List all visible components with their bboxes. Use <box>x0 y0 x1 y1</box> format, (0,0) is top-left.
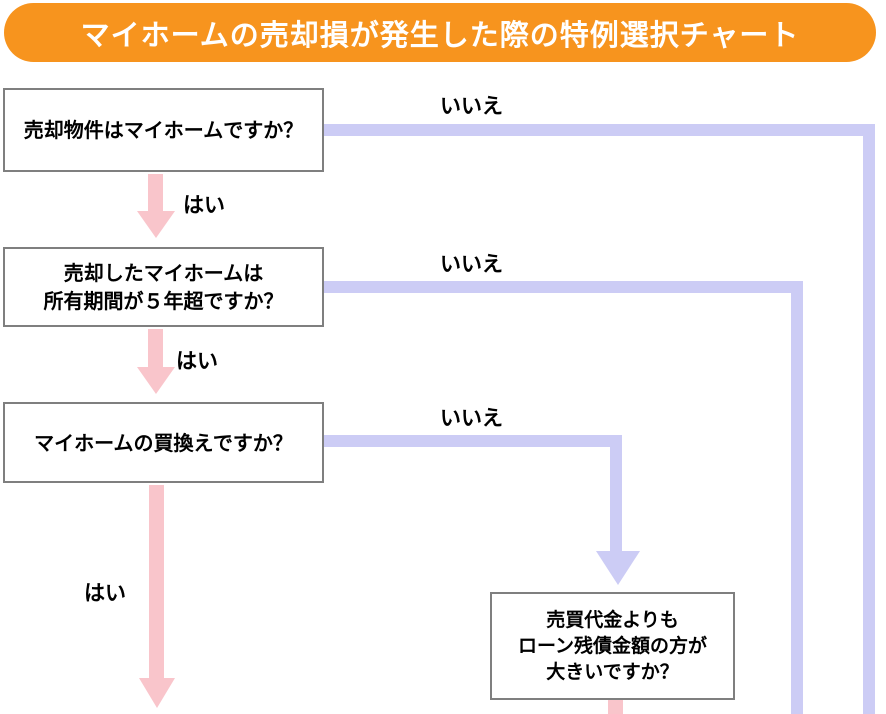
yes-label-2: はい <box>176 349 218 373</box>
question-box-3: マイホームの買換えですか？ <box>3 402 324 483</box>
question-1-text: 売却物件はマイホームですか？ <box>23 118 304 142</box>
no-label-3: いいえ <box>440 406 503 430</box>
page-title: マイホームの売却損が発生した際の特例選択チャート <box>80 17 800 52</box>
no-connector-1-horizontal <box>321 124 875 136</box>
question-box-1: 売却物件はマイホームですか？ <box>3 88 324 172</box>
yes-label-1: はい <box>183 193 225 217</box>
no-connector-2-horizontal <box>321 281 803 293</box>
title-banner: マイホームの売却損が発生した際の特例選択チャート <box>4 3 876 62</box>
question-2-text-line2: 所有期間が５年超ですか？ <box>43 289 284 313</box>
no-connector-2-vertical <box>791 281 803 714</box>
question-4-text-line2: ローン残債金額の方が <box>517 635 708 657</box>
no-label-2: いいえ <box>440 252 503 276</box>
yes-arrow-3-arrowhead-icon <box>139 678 175 708</box>
yes-arrow-2-stem <box>148 329 163 368</box>
yes-label-3: はい <box>84 581 126 605</box>
question4-output-stem <box>608 700 623 714</box>
no-label-1: いいえ <box>440 94 503 118</box>
no-connector-3-arrowhead-icon <box>596 551 640 585</box>
question-box-4: 売買代金よりも ローン残債金額の方が 大きいですか？ <box>490 592 735 700</box>
question-3-text: マイホームの買換えですか？ <box>34 430 293 455</box>
yes-arrow-1-stem <box>148 174 163 212</box>
no-connector-3-vertical <box>610 435 622 553</box>
yes-arrow-2-arrowhead-icon <box>137 367 175 394</box>
no-connector-1-vertical <box>863 124 875 714</box>
question-4-text-line3: 大きいですか？ <box>546 661 679 683</box>
question-box-2: 売却したマイホームは 所有期間が５年超ですか？ <box>3 247 324 327</box>
no-connector-3-horizontal <box>321 435 622 447</box>
question-4-text-line1: 売買代金よりも <box>546 609 679 631</box>
yes-arrow-1-arrowhead-icon <box>137 211 175 238</box>
question-2-text-line1: 売却したマイホームは <box>63 261 264 285</box>
yes-arrow-3-stem <box>149 485 164 679</box>
